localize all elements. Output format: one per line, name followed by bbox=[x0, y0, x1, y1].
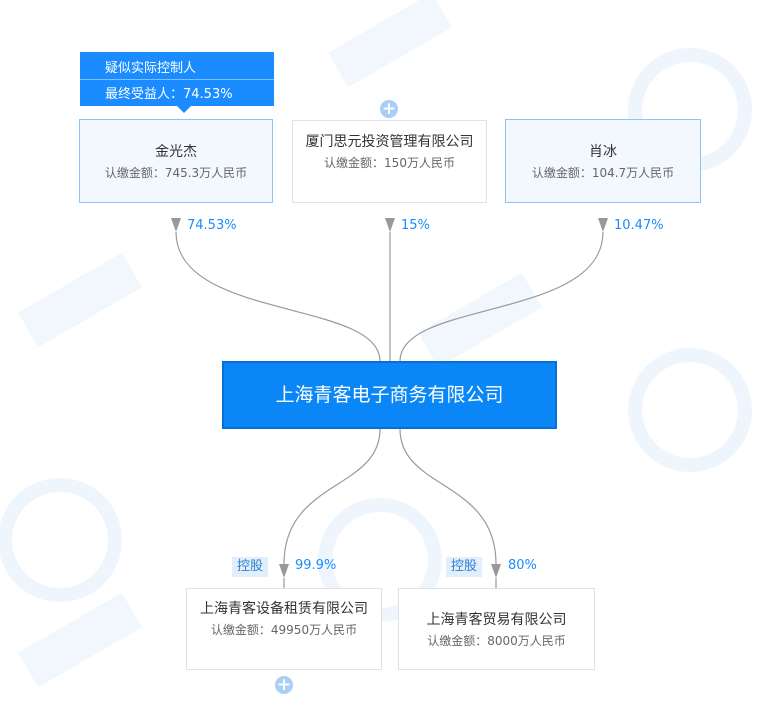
investment-percent: 99.9% bbox=[295, 558, 337, 573]
share-percent: 10.47% bbox=[614, 218, 664, 233]
investment-node-trading[interactable]: 上海青客贸易有限公司 认缴金额：8000万人民币 bbox=[398, 588, 595, 670]
arrow-down-icon bbox=[279, 564, 289, 578]
investment-name: 上海青客贸易有限公司 bbox=[426, 612, 567, 628]
plus-circle-icon[interactable]: + bbox=[380, 99, 398, 119]
shareholder-node-jin-guangjie[interactable]: 金光杰 认缴金额：745.3万人民币 bbox=[79, 119, 273, 203]
shareholder-capital: 认缴金额：104.7万人民币 bbox=[531, 166, 675, 180]
shareholder-capital: 认缴金额：745.3万人民币 bbox=[104, 166, 248, 180]
arrow-down-icon bbox=[598, 218, 608, 232]
badge-beneficiary: 最终受益人：74.53% bbox=[105, 87, 233, 102]
connector-xb-to-main bbox=[399, 231, 604, 362]
share-percent: 15% bbox=[401, 218, 430, 233]
plus-circle-icon[interactable]: + bbox=[275, 675, 293, 695]
shareholder-capital: 认缴金额：150万人民币 bbox=[324, 156, 455, 170]
arrow-down-icon bbox=[385, 218, 395, 232]
shareholder-node-xiamen-siyuan[interactable]: 厦门思元投资管理有限公司 认缴金额：150万人民币 bbox=[292, 120, 487, 203]
connector-main-to-my bbox=[399, 428, 497, 565]
shareholder-name: 肖冰 bbox=[589, 144, 617, 160]
investment-capital: 认缴金额：49950万人民币 bbox=[210, 623, 358, 637]
holding-tag: 控股 bbox=[446, 557, 483, 577]
arrow-down-icon bbox=[171, 218, 181, 232]
shareholder-node-xiao-bing[interactable]: 肖冰 认缴金额：104.7万人民币 bbox=[505, 119, 701, 203]
investment-capital: 认缴金额：8000万人民币 bbox=[427, 634, 566, 648]
connector-jgj-to-main bbox=[175, 231, 381, 362]
investment-name: 上海青客设备租赁有限公司 bbox=[200, 601, 368, 617]
shareholder-name: 厦门思元投资管理有限公司 bbox=[305, 134, 474, 150]
investment-percent: 80% bbox=[508, 558, 537, 573]
shareholder-name: 金光杰 bbox=[155, 144, 197, 160]
arrow-down-icon bbox=[491, 564, 501, 578]
badge-title: 疑似实际控制人 bbox=[105, 61, 197, 76]
actual-controller-badge: 疑似实际控制人 最终受益人：74.53% bbox=[80, 52, 274, 113]
main-company-node[interactable]: 上海青客电子商务有限公司 bbox=[222, 361, 557, 429]
share-percent: 74.53% bbox=[187, 218, 237, 233]
connector-main-to-sbzl bbox=[283, 428, 381, 565]
investment-node-equipment-leasing[interactable]: 上海青客设备租赁有限公司 认缴金额：49950万人民币 bbox=[186, 588, 382, 670]
holding-tag: 控股 bbox=[232, 557, 269, 577]
main-company-name: 上海青客电子商务有限公司 bbox=[275, 384, 504, 406]
